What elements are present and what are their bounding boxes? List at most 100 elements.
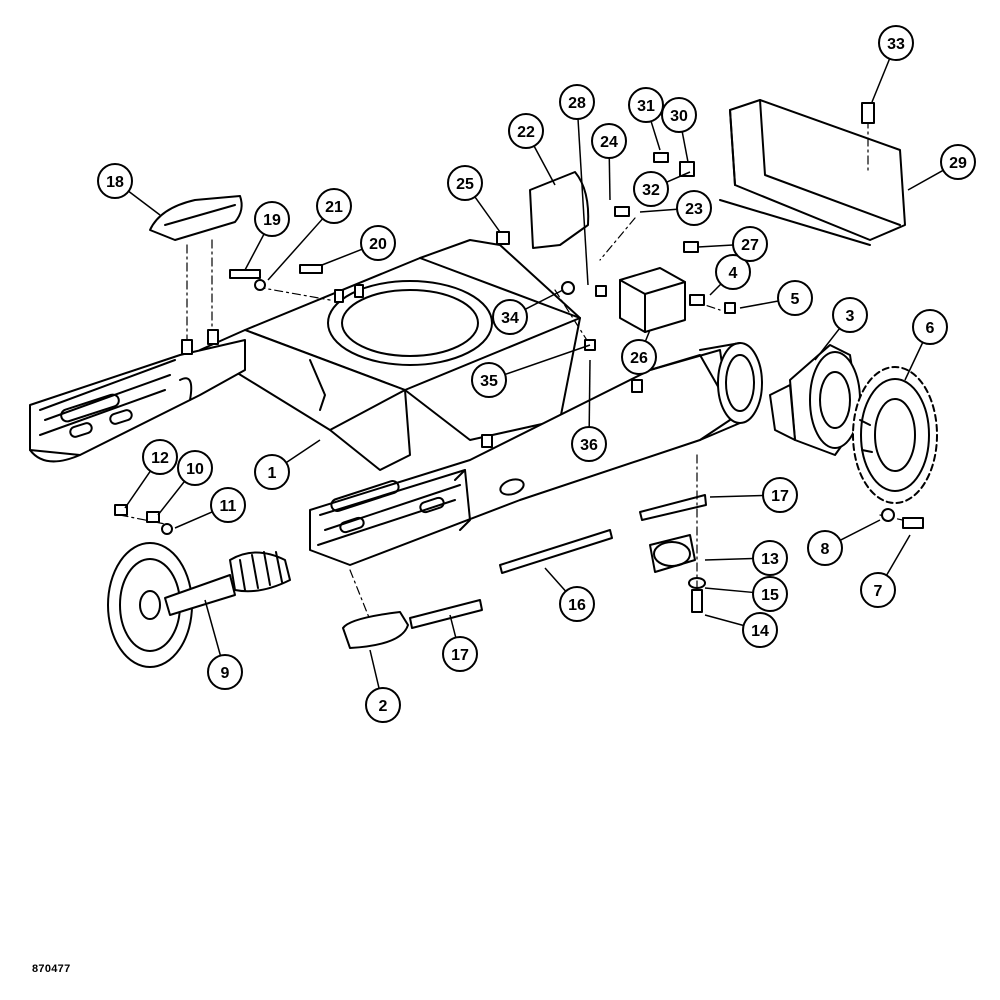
callout-number: 33 — [887, 36, 905, 53]
leader-line-26 — [644, 329, 651, 342]
callout-circle — [661, 97, 697, 133]
callout-number: 20 — [369, 236, 387, 253]
callout-number: 27 — [741, 237, 759, 254]
callout-7: 7 — [860, 572, 896, 608]
callout-number: 23 — [685, 201, 703, 218]
callout-circle — [210, 487, 246, 523]
callout-2: 2 — [365, 687, 401, 723]
leader-line-35 — [504, 344, 591, 376]
callout-circle — [591, 123, 627, 159]
callout-circle — [832, 297, 868, 333]
leader-line-11 — [174, 511, 213, 529]
callout-30: 30 — [661, 97, 697, 133]
callout-9: 9 — [207, 654, 243, 690]
figure-code: 870477 — [32, 963, 71, 975]
main-frame — [199, 239, 581, 471]
callout-35: 35 — [471, 362, 507, 398]
leader-line-2 — [369, 649, 380, 689]
leader-line-32 — [666, 171, 691, 183]
callout-circle — [442, 636, 478, 672]
callout-number: 16 — [568, 597, 586, 614]
callout-number: 28 — [568, 95, 586, 112]
callout-21: 21 — [316, 188, 352, 224]
callout-32: 32 — [633, 171, 669, 207]
leader-line-23 — [639, 208, 678, 213]
callout-34: 34 — [492, 299, 528, 335]
callout-number: 9 — [221, 665, 230, 682]
callout-23: 23 — [676, 190, 712, 226]
callout-circle — [777, 280, 813, 316]
callout-group: 1234567891011121314151617171819202122232… — [97, 25, 976, 723]
callout-circle — [940, 144, 976, 180]
right-side-rail — [309, 349, 731, 566]
callout-number: 34 — [501, 310, 519, 327]
leader-line-4 — [709, 283, 722, 296]
callout-number: 21 — [325, 199, 343, 216]
callout-circle — [571, 426, 607, 462]
callout-22: 22 — [508, 113, 544, 149]
callout-17: 17 — [442, 636, 478, 672]
callout-4: 4 — [715, 254, 751, 290]
callout-24: 24 — [591, 123, 627, 159]
assembly-lines — [119, 119, 926, 621]
callout-circle — [508, 113, 544, 149]
leader-line-20 — [321, 248, 363, 266]
callout-13: 13 — [752, 540, 788, 576]
callout-31: 31 — [628, 87, 664, 123]
callout-26: 26 — [621, 339, 657, 375]
callout-circle — [762, 477, 798, 513]
leader-line-13 — [704, 557, 754, 561]
callout-circle — [752, 540, 788, 576]
callout-number: 12 — [151, 450, 169, 467]
leader-line-24 — [608, 157, 611, 201]
callout-1: 1 — [254, 454, 290, 490]
callout-number: 15 — [761, 587, 779, 604]
leader-line-31 — [650, 121, 661, 151]
leader-line-10 — [157, 480, 186, 516]
idler-assembly — [107, 542, 291, 668]
callout-circle — [742, 612, 778, 648]
callout-10: 10 — [177, 450, 213, 486]
callout-29: 29 — [940, 144, 976, 180]
callout-circle — [878, 25, 914, 61]
callout-number: 13 — [761, 551, 779, 568]
callout-circle — [207, 654, 243, 690]
callout-number: 11 — [220, 498, 237, 515]
callout-circle — [471, 362, 507, 398]
callout-circle — [715, 254, 751, 290]
callout-5: 5 — [777, 280, 813, 316]
track-roller — [649, 534, 706, 613]
leader-line-36 — [588, 359, 591, 428]
leader-line-29 — [907, 169, 944, 191]
callout-12: 12 — [142, 439, 178, 475]
sprocket — [852, 366, 938, 504]
valve-block — [619, 267, 686, 333]
callout-number: 3 — [846, 308, 855, 325]
leader-line-14 — [704, 614, 744, 627]
callout-circle — [628, 87, 664, 123]
callout-number: 5 — [791, 291, 800, 308]
leader-line-7 — [885, 534, 911, 576]
leader-line-25 — [474, 196, 501, 233]
callout-20: 20 — [360, 225, 396, 261]
leader-line-8 — [839, 519, 881, 541]
callout-circle — [732, 226, 768, 262]
leader-line-17 — [709, 494, 764, 498]
callout-circle — [254, 201, 290, 237]
callout-number: 17 — [451, 647, 469, 664]
leader-line-3 — [814, 327, 841, 361]
callout-number: 22 — [517, 124, 535, 141]
callout-number: 30 — [670, 108, 688, 125]
callout-17: 17 — [762, 477, 798, 513]
callout-circle — [254, 454, 290, 490]
callout-circle — [621, 339, 657, 375]
callout-number: 8 — [821, 541, 830, 558]
bracket-plate — [529, 171, 590, 249]
callout-circle — [752, 576, 788, 612]
callout-8: 8 — [807, 530, 843, 566]
callout-number: 24 — [600, 134, 618, 151]
callout-number: 6 — [926, 320, 935, 337]
callout-circle — [633, 171, 669, 207]
leader-lines — [124, 58, 944, 689]
